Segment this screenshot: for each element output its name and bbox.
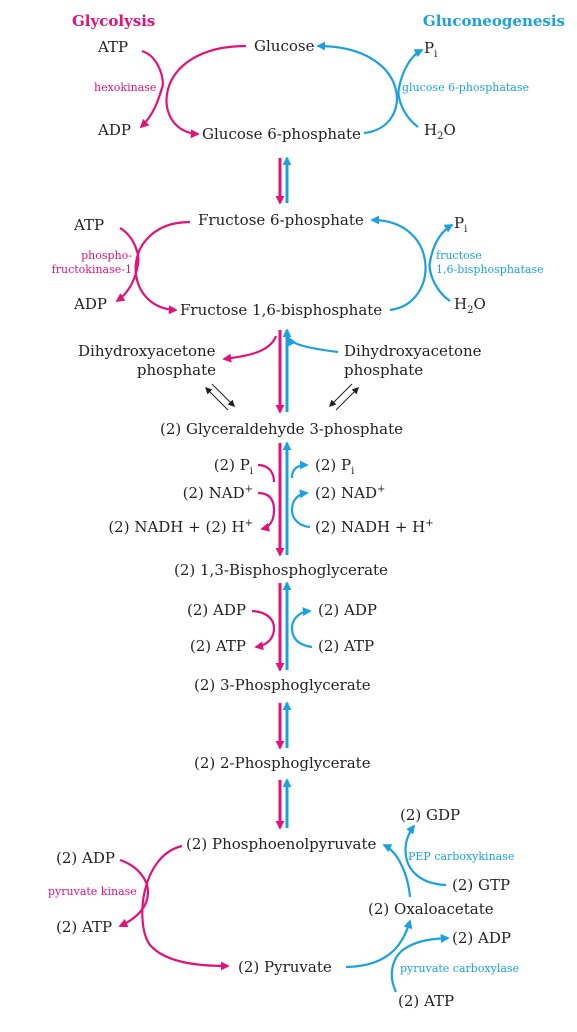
oxaloacetate-label: (2) Oxaloacetate [368,900,494,918]
pgk-adp-right: (2) ADP [318,601,377,619]
pfk-label-line1: phospho- [81,249,132,262]
fructose-1-6-bisphosphate-label: Fructose 1,6-bisphosphate [180,301,382,319]
gapdh-nad-arrow [257,491,276,532]
pepck-gtp-label: (2) GTP [452,876,510,894]
fbpase-arrow [370,215,427,312]
pyruvate-kinase-label: pyruvate kinase [48,885,137,898]
gluconeogenesis-header: Gluconeogenesis [423,12,565,30]
gapdh-nad-right: (2) NAD+ [315,484,385,502]
g6pase-pi-label: Pi [424,39,437,60]
pfk-adp-label: ADP [73,295,107,313]
g6pase-water-label: H2O [424,121,456,142]
glucose-6-phosphate-label: Glucose 6-phosphate [202,125,361,143]
glyceraldehyde-3-phosphate-label: (2) Glyceraldehyde 3-phosphate [160,420,403,438]
glycolysis-header: Glycolysis [72,12,155,30]
glucose-label: Glucose [254,37,315,55]
hexokinase-cofactor-arrow [139,49,164,129]
pc-atp-label: (2) ATP [398,992,454,1010]
dhap-right-line1: Dihydroxyacetone [344,342,482,360]
pyruvate-carboxylase-arrow [345,919,413,969]
pfk-label-line2: fructokinase-1 [52,263,132,276]
pep-carboxykinase-label: PEP carboxykinase [408,850,514,863]
triose-isomerase-right-reverse [335,387,359,411]
pyruvate-kinase-arrow [141,844,230,971]
pyruvate-kinase-cofactor-arrow [118,858,150,928]
dhap-left-line2: phosphate [137,361,216,379]
gapdh-nadh-right: (2) NADH + H+ [315,518,434,536]
fbpase-label-line1: fructose [436,249,482,262]
aldolase-dhap-branch-arrow [222,335,278,363]
dhap-left-line1: Dihydroxyacetone [78,342,216,360]
gapdh-nad-left: (2) NAD+ [183,484,253,502]
glucose-6-phosphatase-cofactor-arrow [397,49,424,128]
2-phosphoglycerate-label: (2) 2-Phosphoglycerate [194,754,371,772]
phosphoenolpyruvate-label: (2) Phosphoenolpyruvate [186,835,377,853]
pfk-arrow [134,220,191,315]
pep-carboxykinase-arrow [382,844,412,898]
gapdh-nadh-arrow [290,489,311,529]
pyruvate-carboxylase-cofactor-arrow [390,933,450,993]
fructose-6-phosphate-label: Fructose 6-phosphate [198,211,364,229]
pep-carboxykinase-cofactor-arrow [404,824,447,887]
hexokinase-arrow [165,44,247,139]
gapdh-pi-out-arrow [290,460,309,479]
gapdh-pi-right: (2) Pi [315,456,354,477]
pfk-atp-label: ATP [73,216,104,234]
pyruvate-label: (2) Pyruvate [238,958,332,976]
pc-adp-label: (2) ADP [452,929,511,947]
bisphosphoglycerate-label: (2) 1,3-Bisphosphoglycerate [174,561,388,579]
gapdh-nadh-left: (2) NADH + (2) H+ [108,518,253,536]
fbpase-cofactor-arrow [428,224,454,302]
pgk-atp-right: (2) ATP [318,637,374,655]
fbpase-pi-label: Pi [454,214,467,235]
pepck-gdp-label: (2) GDP [400,806,460,824]
gapdh-pi-left: (2) Pi [214,456,253,477]
glucose-6-phosphatase-arrow [316,41,398,135]
dhap-right-line2: phosphate [344,361,423,379]
triose-isomerase-left-forward [211,383,235,407]
glucose-6-phosphatase-label: glucose 6-phosphatase [402,81,529,94]
hexokinase-label: hexokinase [94,81,156,94]
hexokinase-atp-label: ATP [97,38,128,56]
triose-isomerase-right-forward [329,383,353,407]
pk-adp-label: (2) ADP [56,849,115,867]
triose-isomerase-left-reverse [205,387,229,411]
fbpase-water-label: H2O [454,295,486,316]
pk-atp-label: (2) ATP [56,918,112,936]
pgk-forward-arrow [251,609,276,651]
pgk-reverse-arrow [290,607,313,649]
3-phosphoglycerate-label: (2) 3-Phosphoglycerate [194,676,371,694]
fbpase-label-line2: 1,6-bisphosphatase [436,263,544,276]
pgk-adp-left: (2) ADP [187,601,246,619]
aldolase-dhap-join-arrow [288,336,339,354]
hexokinase-adp-label: ADP [97,121,131,139]
pgk-atp-left: (2) ATP [190,637,246,655]
pfk-cofactor-arrow [115,227,140,303]
pyruvate-carboxylase-label: pyruvate carboxylase [400,962,519,975]
gapdh-pi-in-arrow [257,463,276,483]
